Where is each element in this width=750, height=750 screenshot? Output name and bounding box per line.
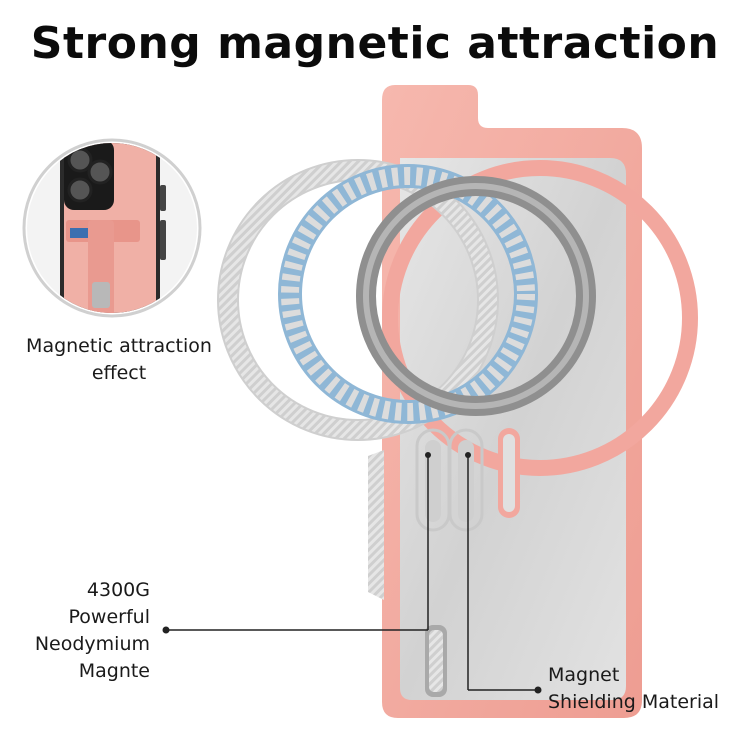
callout-magnet: 4300G Powerful Neodymium Magnte bbox=[20, 577, 150, 685]
callout-text: 4300G bbox=[86, 579, 150, 601]
callout-text: Neodymium bbox=[34, 633, 150, 655]
callout-text: Magnetic attraction bbox=[26, 335, 212, 357]
magnetic-rings bbox=[217, 159, 596, 441]
callout-text: Magnet bbox=[548, 664, 620, 686]
magnified-phone-view bbox=[22, 138, 202, 318]
strap-loop bbox=[425, 625, 447, 697]
callout-shielding: Magnet Shielding Material bbox=[548, 662, 748, 716]
callout-attraction-effect: Magnetic attraction effect bbox=[14, 333, 224, 387]
side-edge bbox=[368, 450, 384, 600]
callout-text: Magnte bbox=[78, 660, 150, 682]
headline: Strong magnetic attraction bbox=[30, 18, 720, 69]
callout-lines bbox=[162, 452, 542, 694]
callout-text: effect bbox=[91, 362, 147, 384]
callout-text: Powerful bbox=[68, 606, 150, 628]
silver-shield-plate bbox=[382, 158, 698, 700]
callout-text: Shielding Material bbox=[548, 691, 720, 713]
